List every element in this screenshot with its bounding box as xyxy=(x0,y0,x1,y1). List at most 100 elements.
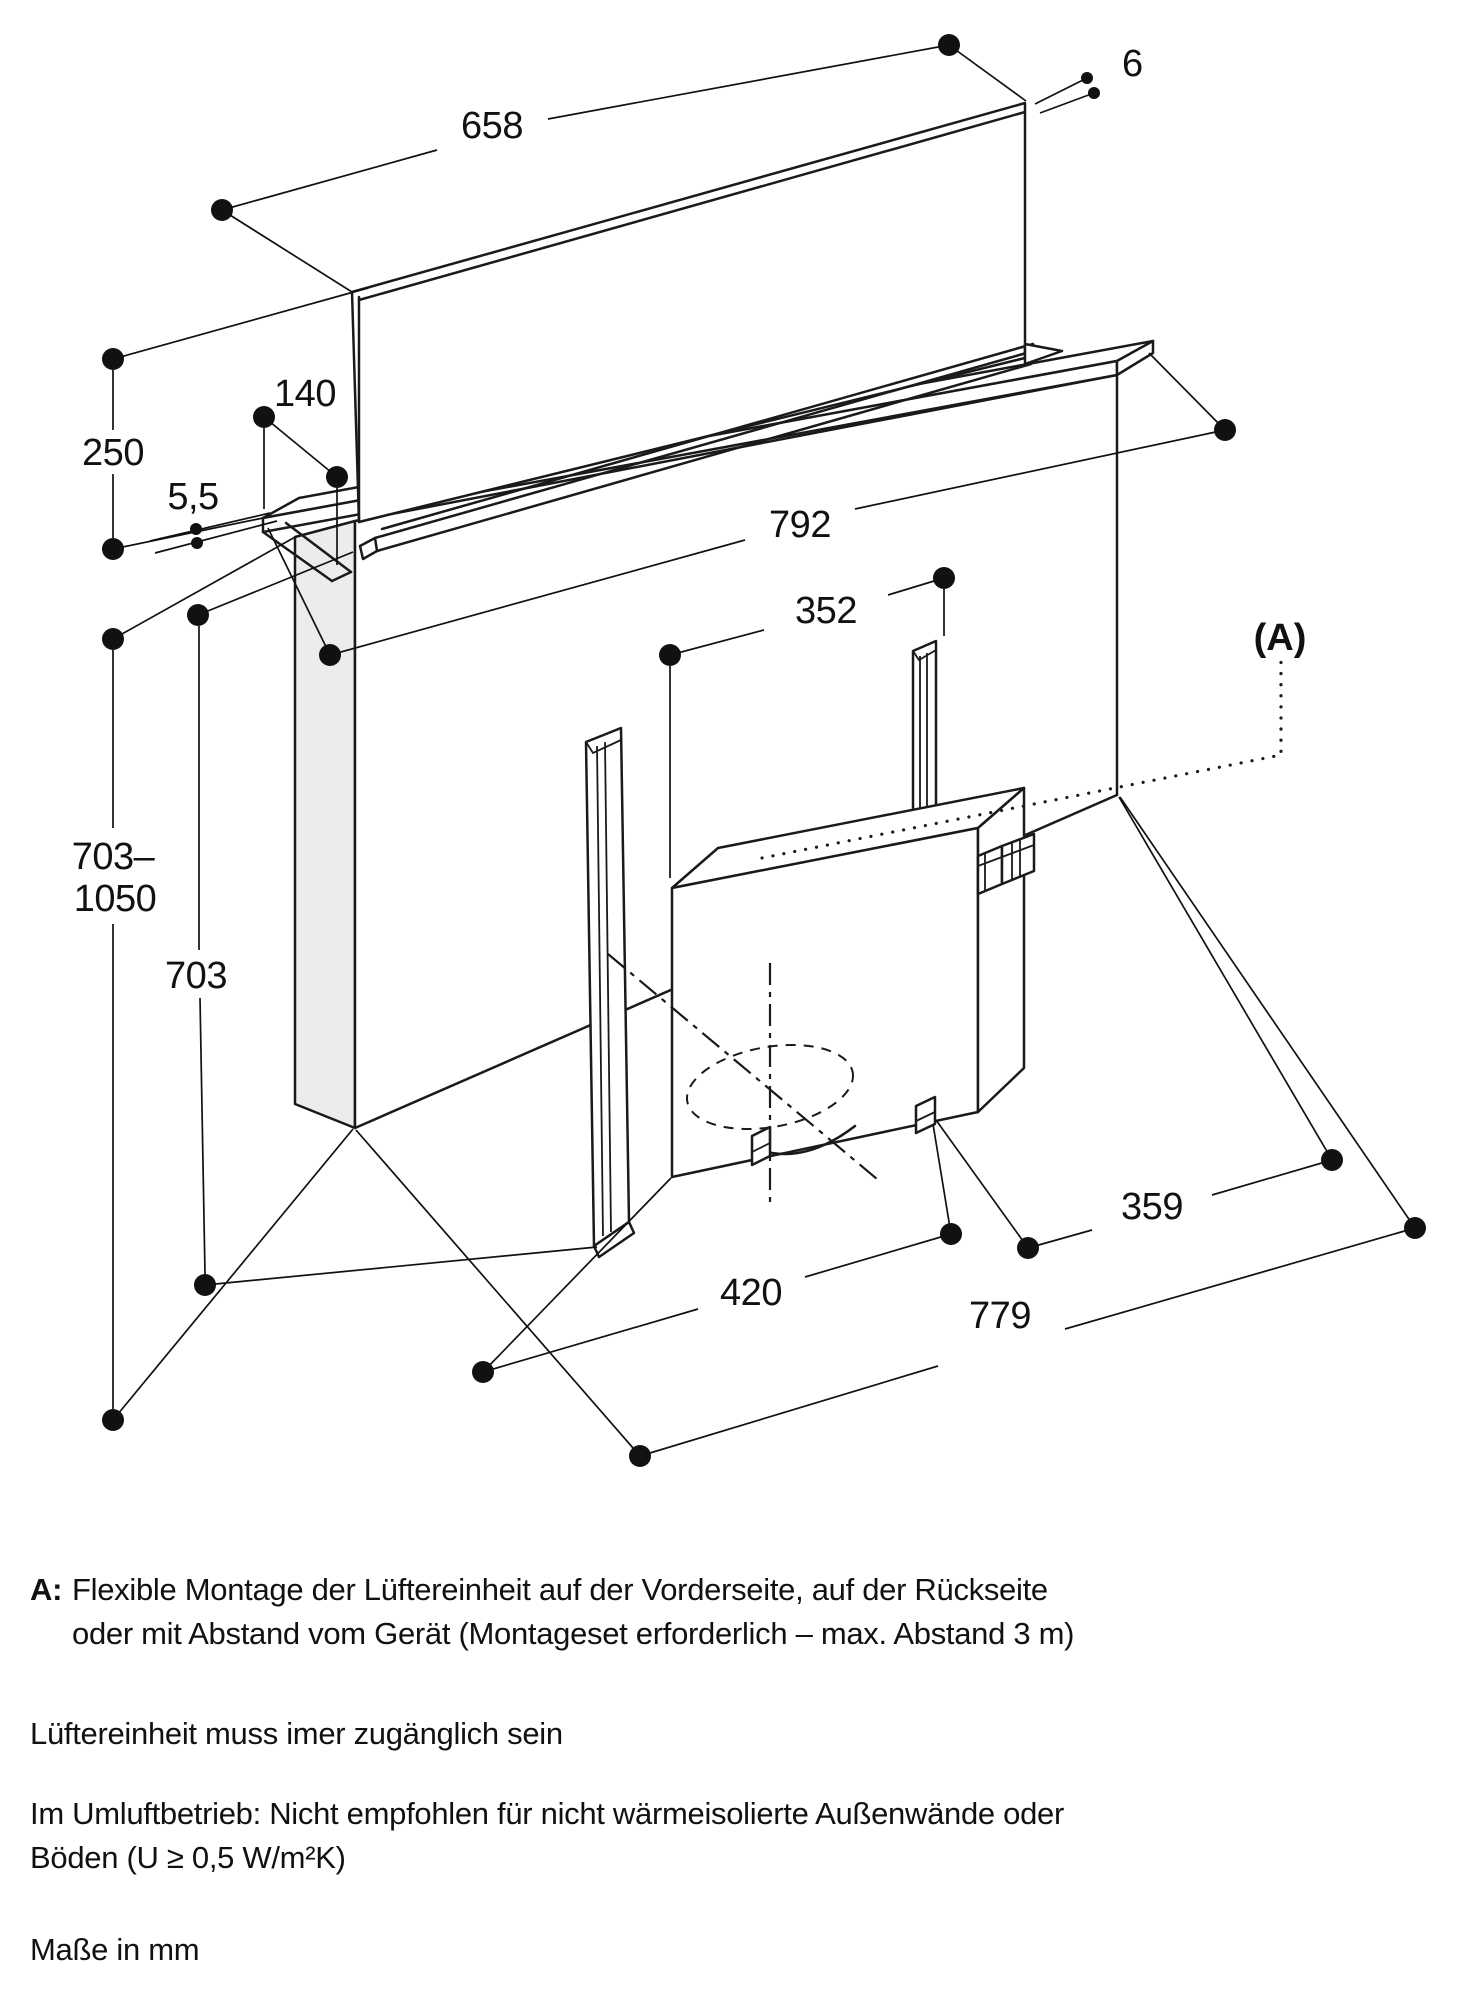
dim-dot xyxy=(102,1409,124,1431)
right-rail-top-cap xyxy=(912,649,937,662)
dim-dot xyxy=(319,644,341,666)
dim-dot xyxy=(472,1361,494,1383)
extension-line xyxy=(355,1129,641,1457)
glass-top-thickness-line xyxy=(357,110,1027,302)
dimension-658: 658 xyxy=(211,34,1027,293)
dim-dot xyxy=(194,1274,216,1296)
extension-line xyxy=(1119,796,1416,1229)
dim-dot xyxy=(933,567,955,589)
collar-right-cap xyxy=(1115,339,1155,377)
dim-dot-small xyxy=(1081,72,1093,84)
dim-dot xyxy=(253,406,275,428)
dim-label-fan-width: 420 xyxy=(720,1272,782,1314)
dim-dot xyxy=(629,1445,651,1467)
note-umluft-line2: Böden (U ≥ 0,5 W/m²K) xyxy=(30,1840,346,1875)
dim-label-top-width: 658 xyxy=(461,105,523,147)
extension-line xyxy=(221,209,353,293)
dimension-359: 359 xyxy=(935,796,1343,1259)
dim-label-frame-width: 792 xyxy=(769,504,831,546)
left-rail-inner-line xyxy=(604,741,612,1233)
extension-line xyxy=(149,512,271,542)
channel-front-bottom-edge xyxy=(375,362,1033,553)
dim-label-rail-spacing: 352 xyxy=(795,590,857,632)
extension-line xyxy=(267,527,331,656)
connector-detail-line xyxy=(977,844,1035,867)
channel-right-wedge xyxy=(1023,342,1064,366)
collar-left-cap-edge xyxy=(284,521,353,574)
note-a-line2: oder mit Abstand vom Gerät (Montageset e… xyxy=(72,1616,1075,1651)
fan-foot-left-flange xyxy=(751,1142,771,1153)
dim-label-trim-depth: 140 xyxy=(274,373,336,415)
extension-line xyxy=(112,1128,354,1421)
dim-label-height-range-1: 703– xyxy=(72,836,156,878)
dimension-703: 703 xyxy=(165,551,598,1296)
outlet-dashed-circle xyxy=(685,1043,855,1131)
centerline-diagonal xyxy=(607,953,878,1180)
left-rail-top-cap xyxy=(585,739,622,755)
dimension-140: 140 xyxy=(253,373,348,565)
dimension-792: 792 xyxy=(267,352,1236,666)
dim-dot xyxy=(102,628,124,650)
extension-line xyxy=(1034,77,1088,105)
dimension-6: 6 xyxy=(1034,43,1143,114)
dim-dot xyxy=(1321,1149,1343,1171)
dim-label-lip-thickness: 5,5 xyxy=(167,476,218,518)
extension-line xyxy=(154,520,278,554)
dim-dot xyxy=(102,348,124,370)
fan-right-face xyxy=(976,786,1026,1114)
note-umluft-line1: Im Umluftbetrieb: Nicht empfohlen für ni… xyxy=(30,1796,1065,1831)
connector-part xyxy=(976,844,1004,896)
dim-label-unit-height: 703 xyxy=(165,955,227,997)
dim-dot-small xyxy=(190,523,202,535)
housing-left-face xyxy=(293,519,357,1130)
fan-unit-box xyxy=(607,786,1026,1207)
dim-dot xyxy=(938,34,960,56)
dim-dot-small xyxy=(191,537,203,549)
extension-line xyxy=(935,1119,1029,1249)
channel-left-cap xyxy=(358,536,379,561)
extension-line xyxy=(197,551,354,616)
dim-dot xyxy=(211,199,233,221)
extension-line xyxy=(1039,92,1095,114)
left-rail-inner-line xyxy=(596,745,604,1237)
extension-line xyxy=(1148,352,1226,431)
marker-a-label: (A) xyxy=(1254,617,1307,659)
housing-front-face xyxy=(353,373,1119,1130)
extension-line xyxy=(932,1123,952,1235)
dim-dot xyxy=(940,1223,962,1245)
housing-box xyxy=(293,373,1119,1130)
dim-label-rear-depth: 359 xyxy=(1121,1186,1183,1228)
channel-front-top-edge xyxy=(373,350,1032,540)
dim-dot xyxy=(326,466,348,488)
dim-dot-small xyxy=(1088,87,1100,99)
extension-line xyxy=(482,1177,672,1373)
note-access: Lüftereinheit muss imer zugänglich sein xyxy=(30,1716,563,1751)
marker-a-dotted-leader xyxy=(760,656,1283,860)
dim-dot xyxy=(187,604,209,626)
dim-label-height-range-2: 1050 xyxy=(74,878,157,920)
extension-line xyxy=(112,287,369,360)
note-units: Maße in mm xyxy=(30,1932,200,1967)
dim-label-riser-height: 250 xyxy=(82,432,144,474)
dimension-779: 779 xyxy=(355,796,1426,1467)
note-a-line1: Flexible Montage der Lüftereinheit auf d… xyxy=(72,1572,1048,1607)
dim-label-floor-width: 779 xyxy=(969,1295,1031,1337)
fan-foot-right xyxy=(914,1095,937,1135)
extension-line xyxy=(112,535,298,640)
dimension-703-1050: 703– 1050 xyxy=(72,535,354,1431)
dimension-5-5: 5,5 xyxy=(149,476,278,554)
dim-dot xyxy=(1017,1237,1039,1259)
dim-dot xyxy=(1214,419,1236,441)
dim-dot xyxy=(659,644,681,666)
fan-foot-right-flange xyxy=(915,1111,936,1122)
dimension-420: 420 xyxy=(472,1123,962,1383)
left-mounting-rail xyxy=(584,726,636,1259)
extension-line xyxy=(948,44,1027,102)
connector-block xyxy=(976,832,1036,896)
channel-back-top-edge xyxy=(380,342,1035,531)
extension-line xyxy=(1118,796,1333,1161)
dim-label-glass-thickness: 6 xyxy=(1122,43,1143,85)
dimension-352: 352 xyxy=(659,567,955,878)
